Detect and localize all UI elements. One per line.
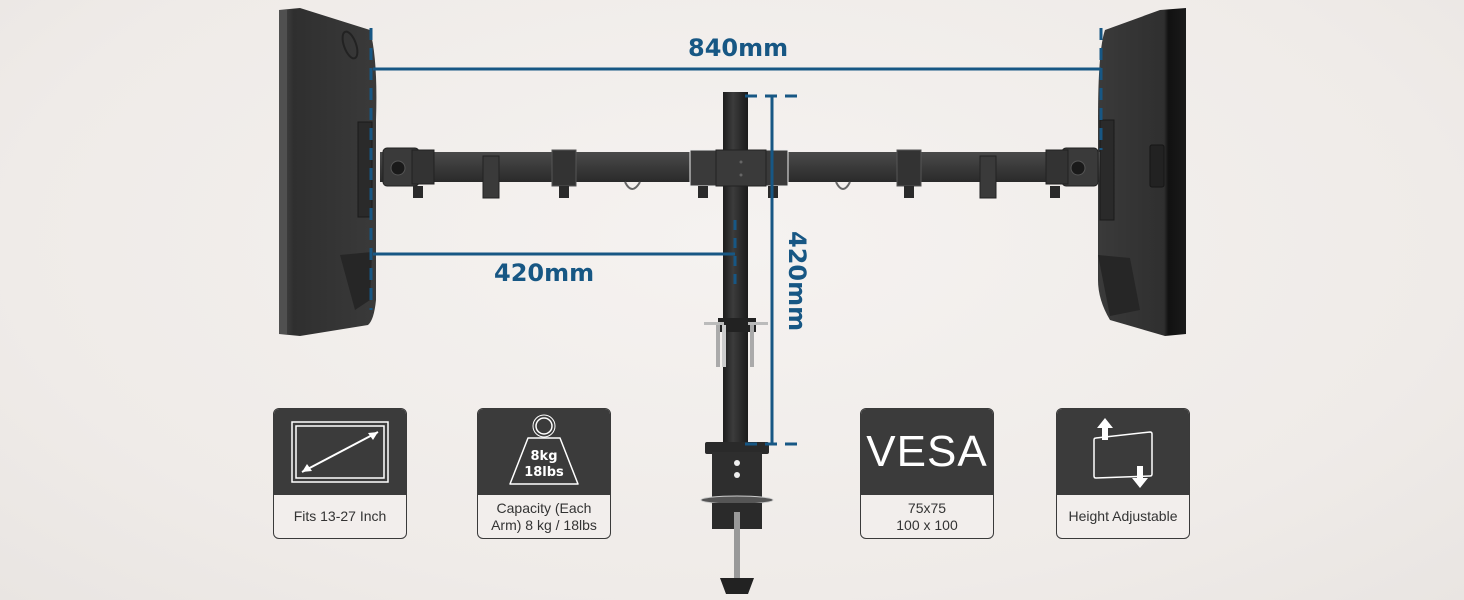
feature-label: Fits 13-27 Inch: [293, 508, 387, 524]
arm-reach-dimension-label: 420mm: [494, 259, 595, 287]
feature-label: Capacity (Each Arm) 8 kg / 18lbs: [491, 499, 597, 533]
desk-clamp: [700, 442, 774, 594]
feature-card-vesa: VESA 75x75 100 x 100: [860, 408, 994, 539]
vesa-size-1: 75x75: [907, 499, 947, 516]
width-dimension-label: 840mm: [688, 34, 789, 62]
left-monitor: [279, 8, 377, 336]
feature-card-height-adjustable: Height Adjustable: [1056, 408, 1190, 539]
feature-card-capacity: 8kg 18lbs Capacity (Each Arm) 8 kg / 18l…: [477, 408, 611, 539]
feature-label: 75x75 100 x 100: [861, 495, 993, 538]
monitor-size-icon: [291, 421, 389, 483]
weight-lbs-text: 18lbs: [524, 465, 564, 480]
vesa-size-2: 100 x 100: [896, 516, 958, 533]
vesa-icon: VESA: [866, 427, 988, 476]
weight-kg-text: 8kg: [531, 449, 558, 464]
dimension-lines: [369, 28, 1103, 446]
feature-label: Height Adjustable: [1068, 508, 1178, 524]
feature-card-screen-size: Fits 13-27 Inch: [273, 408, 407, 539]
pole-height-dimension-label: 420mm: [783, 231, 811, 332]
height-adjust-icon: [1093, 418, 1153, 488]
center-pole: [704, 92, 768, 450]
monitor-arms: [380, 147, 1100, 199]
weight-icon: 8kg 18lbs: [509, 414, 579, 485]
right-monitor: [1098, 8, 1186, 336]
